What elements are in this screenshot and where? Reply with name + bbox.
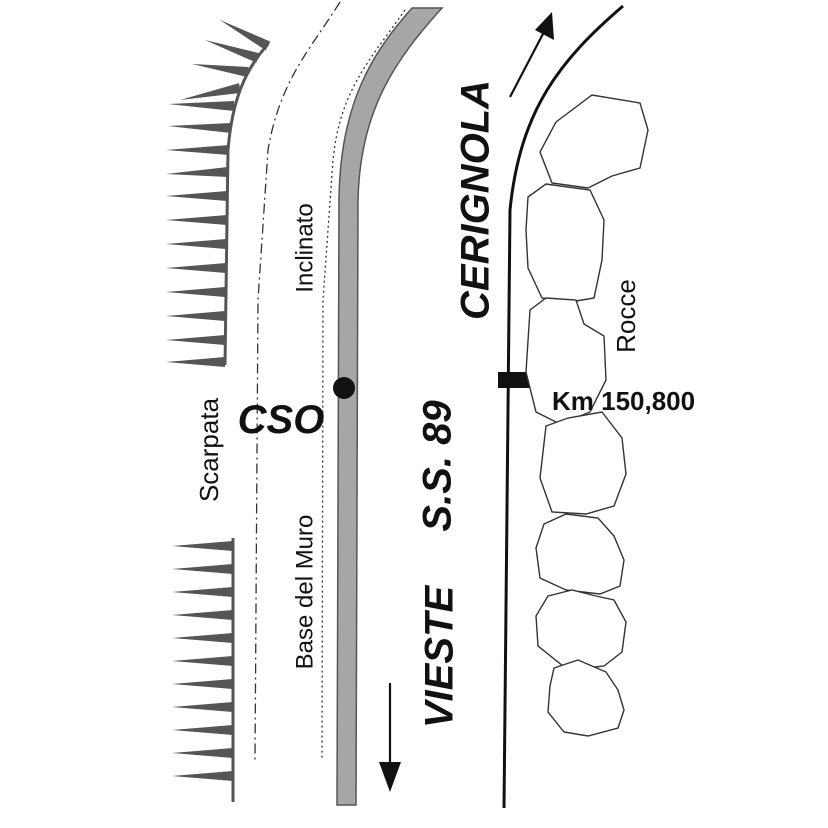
hachure-spike [166, 287, 225, 297]
hachure-spike [166, 311, 225, 321]
label-base-del-muro: Base del Muro [291, 515, 318, 670]
hachure-spike [172, 610, 233, 620]
hachure-spike [168, 123, 232, 133]
hachure-spike [166, 357, 225, 367]
label-cerignola: CERIGNOLA [454, 80, 498, 320]
label-ss89: S.S. 89 [416, 400, 460, 532]
hachure-spike [166, 191, 227, 201]
arrow-down-vieste [379, 683, 401, 792]
label-km: Km 150,800 [552, 386, 695, 416]
inclined-line [321, 9, 406, 761]
rock [547, 659, 625, 737]
label-cso: CSO [238, 398, 325, 442]
hachure-spike [168, 101, 235, 111]
rock [535, 589, 627, 671]
hachure-spike [192, 64, 249, 77]
label-scarpata: Scarpata [194, 397, 224, 502]
hachure-spike [166, 215, 227, 225]
rock [539, 411, 627, 515]
road-line [502, 4, 624, 809]
rock [535, 513, 625, 595]
hachure-spike [172, 541, 233, 551]
hachure-spike [172, 587, 233, 597]
escarpment-hachures-upper [166, 20, 271, 367]
hachure-spike [180, 83, 241, 100]
cso-point [333, 377, 355, 399]
arrow-up-cerignola [509, 12, 554, 98]
hachure-spike [166, 335, 225, 345]
label-rocce: Rocce [611, 279, 641, 353]
hachure-spike [166, 239, 226, 249]
rock [525, 297, 607, 425]
hachure-spike [172, 725, 233, 735]
hachure-spike [172, 633, 233, 643]
escarpment-hachures-lower [172, 538, 235, 802]
hachure-spike [166, 167, 229, 177]
hachure-spike [166, 263, 226, 273]
hachure-spike [205, 40, 260, 63]
hachure-spike [166, 145, 229, 155]
hachure-spike [172, 771, 233, 781]
hachure-spike [172, 656, 233, 666]
hachure-spike [220, 20, 271, 51]
hachure-spike [172, 564, 233, 574]
rock [539, 94, 649, 189]
label-inclinato: Inclinato [291, 203, 318, 292]
hachure-spike [172, 679, 233, 689]
rocks-group [525, 94, 649, 737]
wall-band [336, 7, 444, 806]
escarpment-boundary-line [254, 1, 341, 761]
label-vieste: VIESTE [418, 585, 462, 729]
hachure-spike [172, 748, 233, 758]
hachure-spike [172, 702, 233, 712]
rock [525, 183, 605, 303]
